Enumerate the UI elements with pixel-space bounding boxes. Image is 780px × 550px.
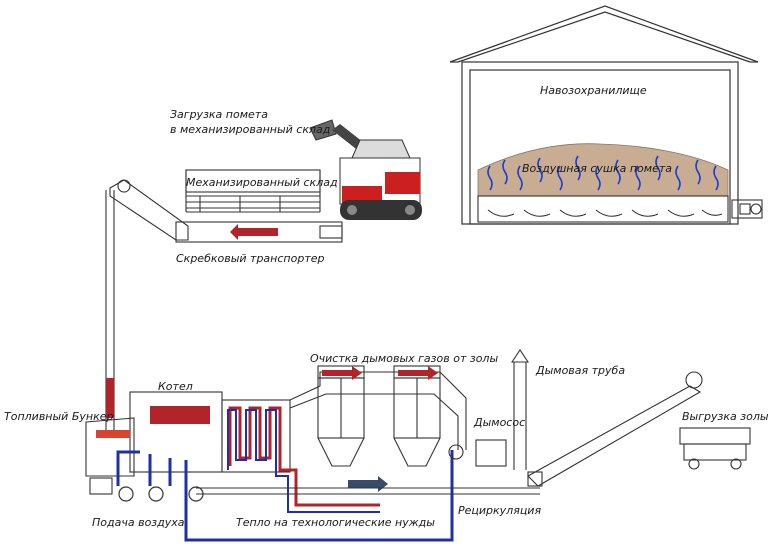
blower-fan-icons <box>118 486 204 502</box>
label-fuel-hopper: Топливный Бункер <box>4 410 113 423</box>
exhauster-fan <box>448 439 507 467</box>
label-loading-2: в механизированный склад <box>170 123 330 136</box>
label-scraper-conveyor: Скребковый транспортер <box>176 252 324 265</box>
scraper-conveyor <box>109 179 343 243</box>
storage-fan-icon <box>731 199 763 219</box>
gas-arrow-2 <box>398 366 438 380</box>
air-duct <box>477 195 729 223</box>
label-exhauster: Дымосос <box>473 416 525 429</box>
gas-duct <box>196 371 540 495</box>
skid-steer-loader <box>309 119 422 220</box>
boiler-hot-zone <box>150 406 210 424</box>
fuel-feed <box>96 430 130 438</box>
label-chimney: Дымовая труба <box>535 364 625 377</box>
manure-storage-building <box>449 5 759 225</box>
label-process-heat: Тепло на технологические нужды <box>236 516 435 529</box>
label-flue-gas-cleaning: Очистка дымовых газов от золы <box>310 352 498 365</box>
cold-return <box>116 450 454 542</box>
manure-pile <box>477 143 729 197</box>
label-loading-1: Загрузка помета <box>170 108 268 121</box>
label-air-supply: Подача воздуха <box>92 516 185 529</box>
ash-truck <box>679 427 751 470</box>
flow-arrow <box>348 476 388 492</box>
elevator-downflow <box>106 378 114 418</box>
gas-arrow-1 <box>322 366 362 380</box>
cyclone-1 <box>317 365 365 467</box>
label-mech-warehouse: Механизированный склад <box>186 176 338 189</box>
label-ash-unloading: Выгрузка золы <box>682 410 769 423</box>
air-swirls <box>487 155 719 191</box>
label-recirculation: Рециркуляция <box>458 504 541 517</box>
boiler-water-loop <box>227 409 380 513</box>
label-manure-storage: Навозохранилище <box>540 84 647 97</box>
mech-warehouse <box>185 169 321 213</box>
label-air-drying: Воздушная сушка помета <box>522 162 672 175</box>
label-boiler: Котел <box>158 380 193 393</box>
cyclone-2 <box>393 365 441 467</box>
chimney <box>510 349 530 470</box>
ash-conveyor <box>527 371 703 487</box>
heat-coil <box>228 406 380 507</box>
conveyor-arrow <box>230 224 278 240</box>
